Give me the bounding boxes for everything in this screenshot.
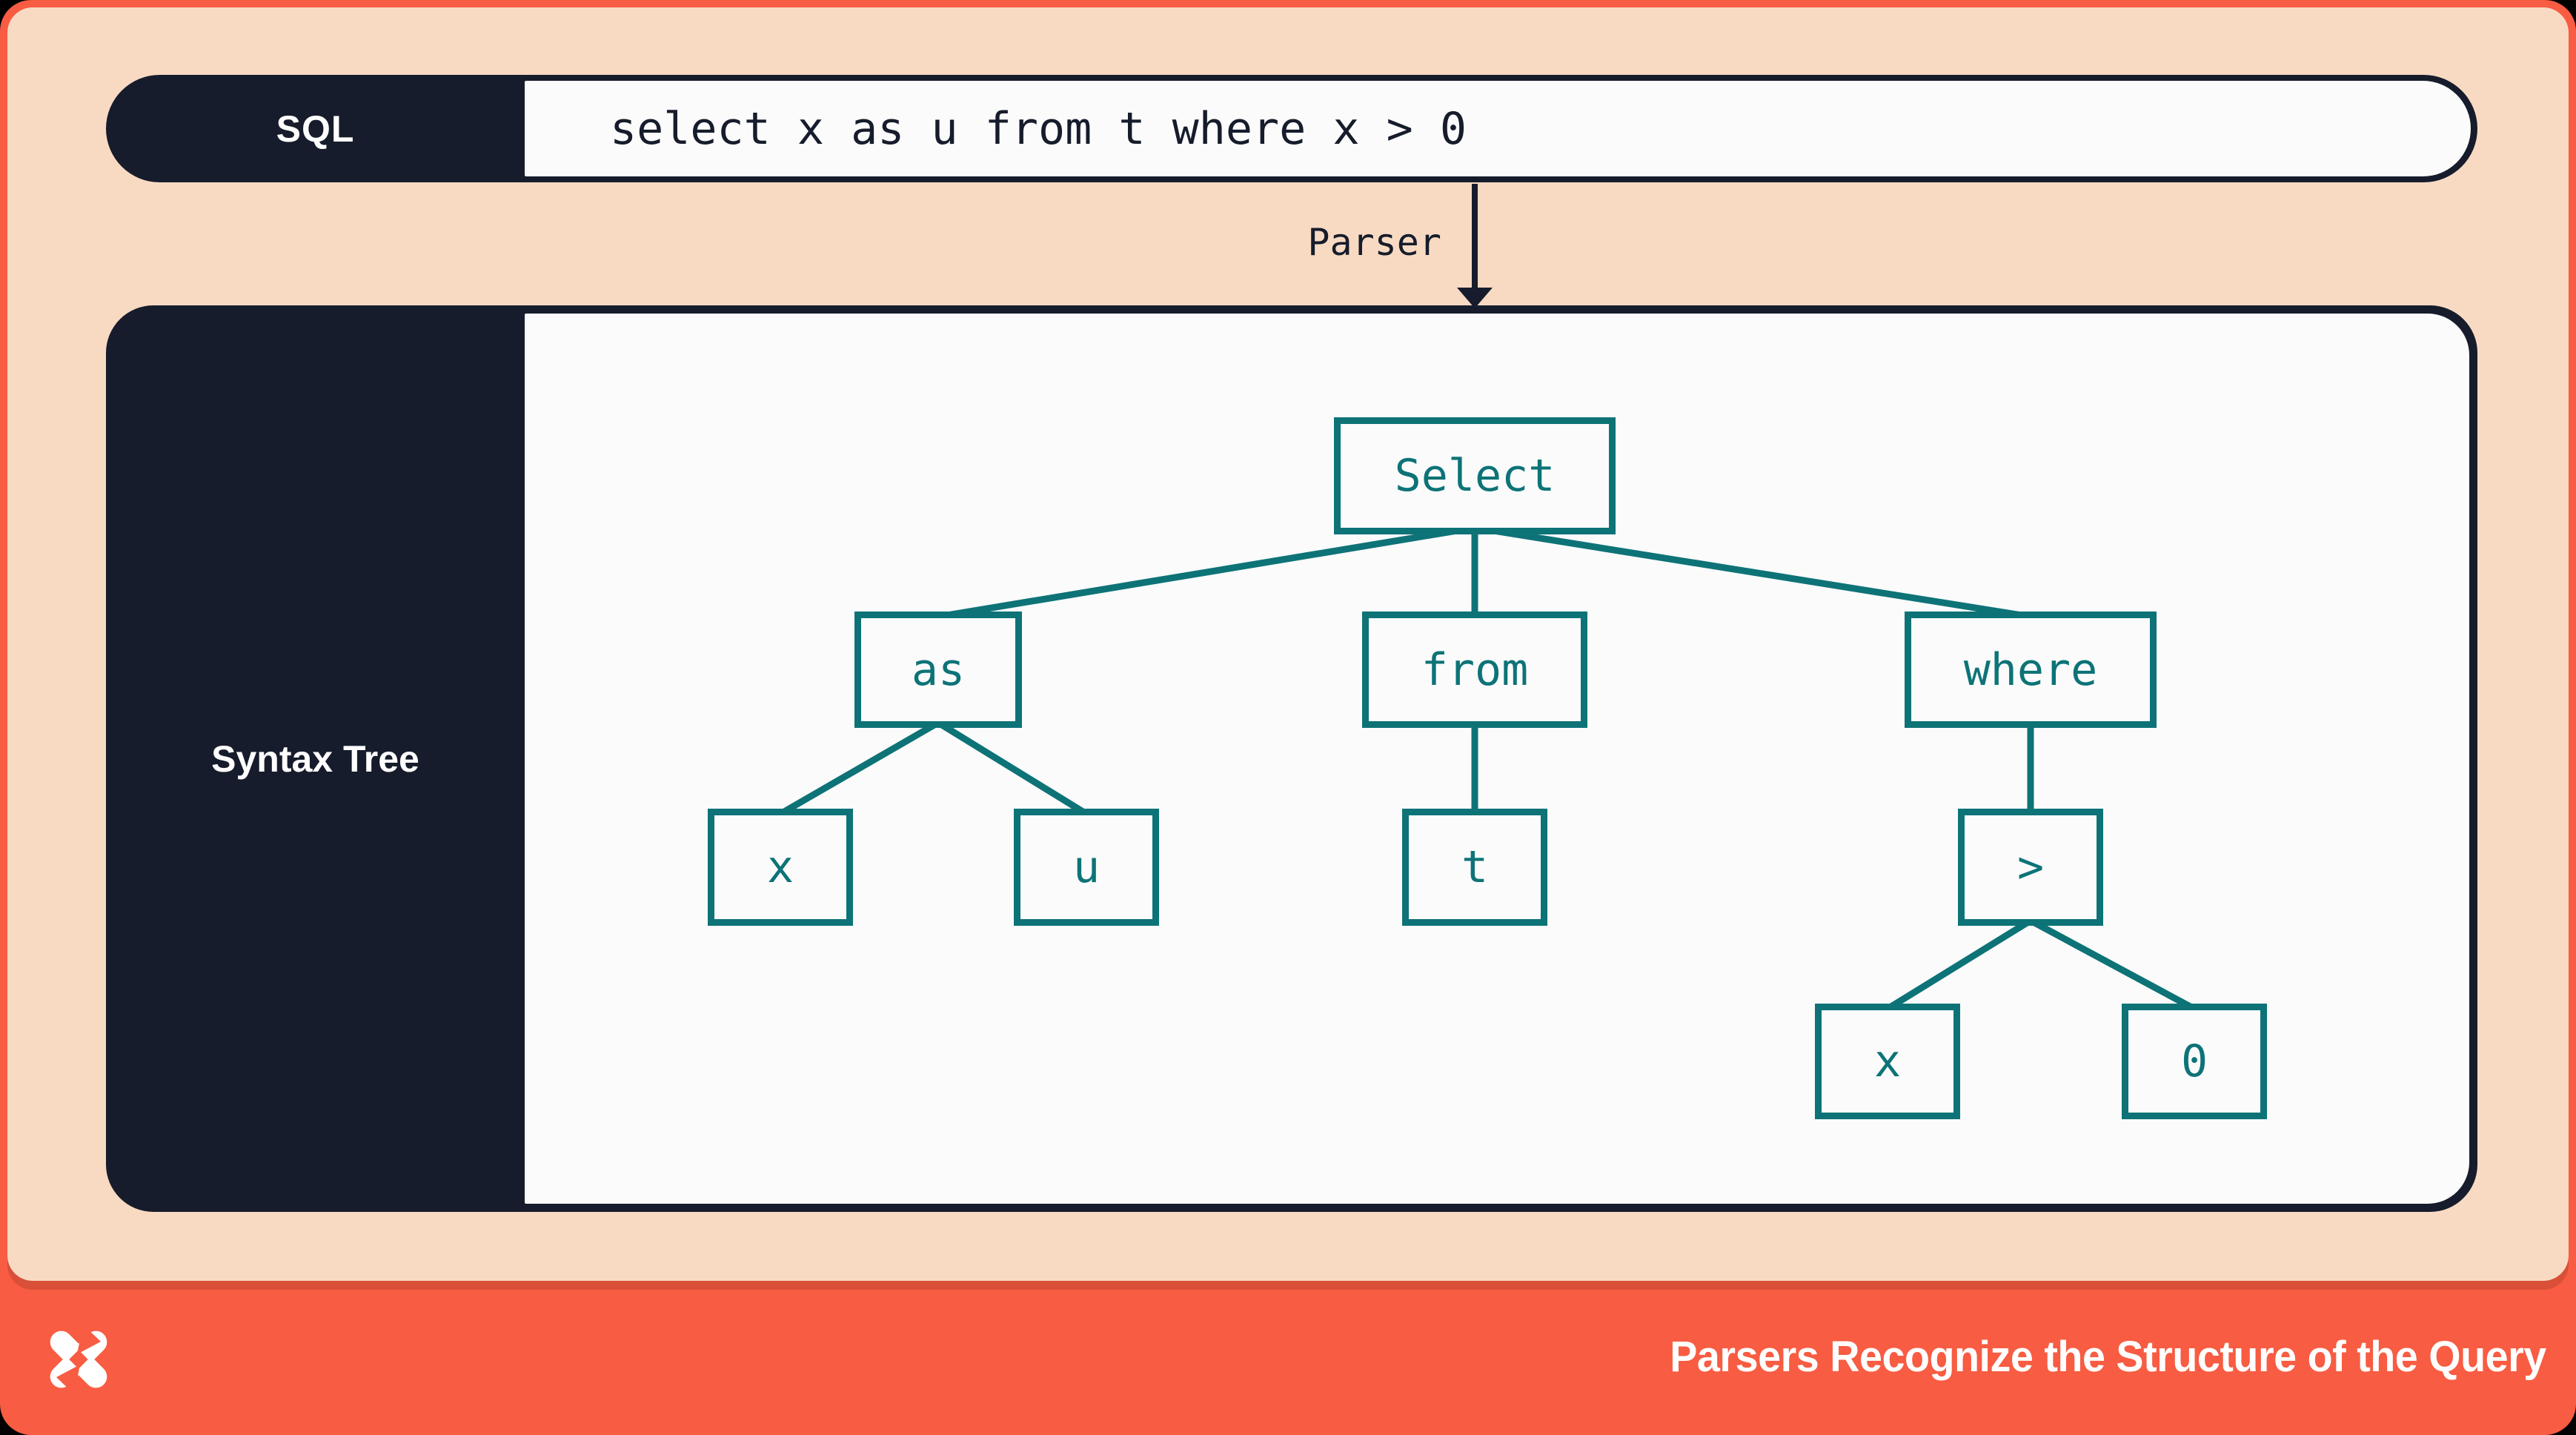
tree-node-t: t [1402,809,1547,926]
sql-query-text: select x as u from t where x > 0 [525,81,2471,176]
syntax-tree-panel-label: Syntax Tree [211,738,419,780]
sql-bar: SQL select x as u from t where x > 0 [106,75,2477,182]
tree-node-zero: 0 [2122,1004,2267,1119]
parser-arrow-label: Parser [1307,221,1441,264]
tree-node-gt: > [1958,809,2103,926]
footer-caption: Parsers Recognize the Structure of the Q… [1670,1333,2546,1381]
sql-bar-label: SQL [276,107,355,150]
tree-node-as: as [854,612,1022,728]
tree-node-select: Select [1334,417,1616,534]
tree-node-x1: x [708,809,853,926]
tree-node-from: from [1362,612,1587,728]
tree-node-where: where [1905,612,2157,728]
pinwheel-x-logo-icon [50,1325,107,1394]
tree-node-x2: x [1815,1004,1960,1119]
tree-node-u: u [1014,809,1159,926]
